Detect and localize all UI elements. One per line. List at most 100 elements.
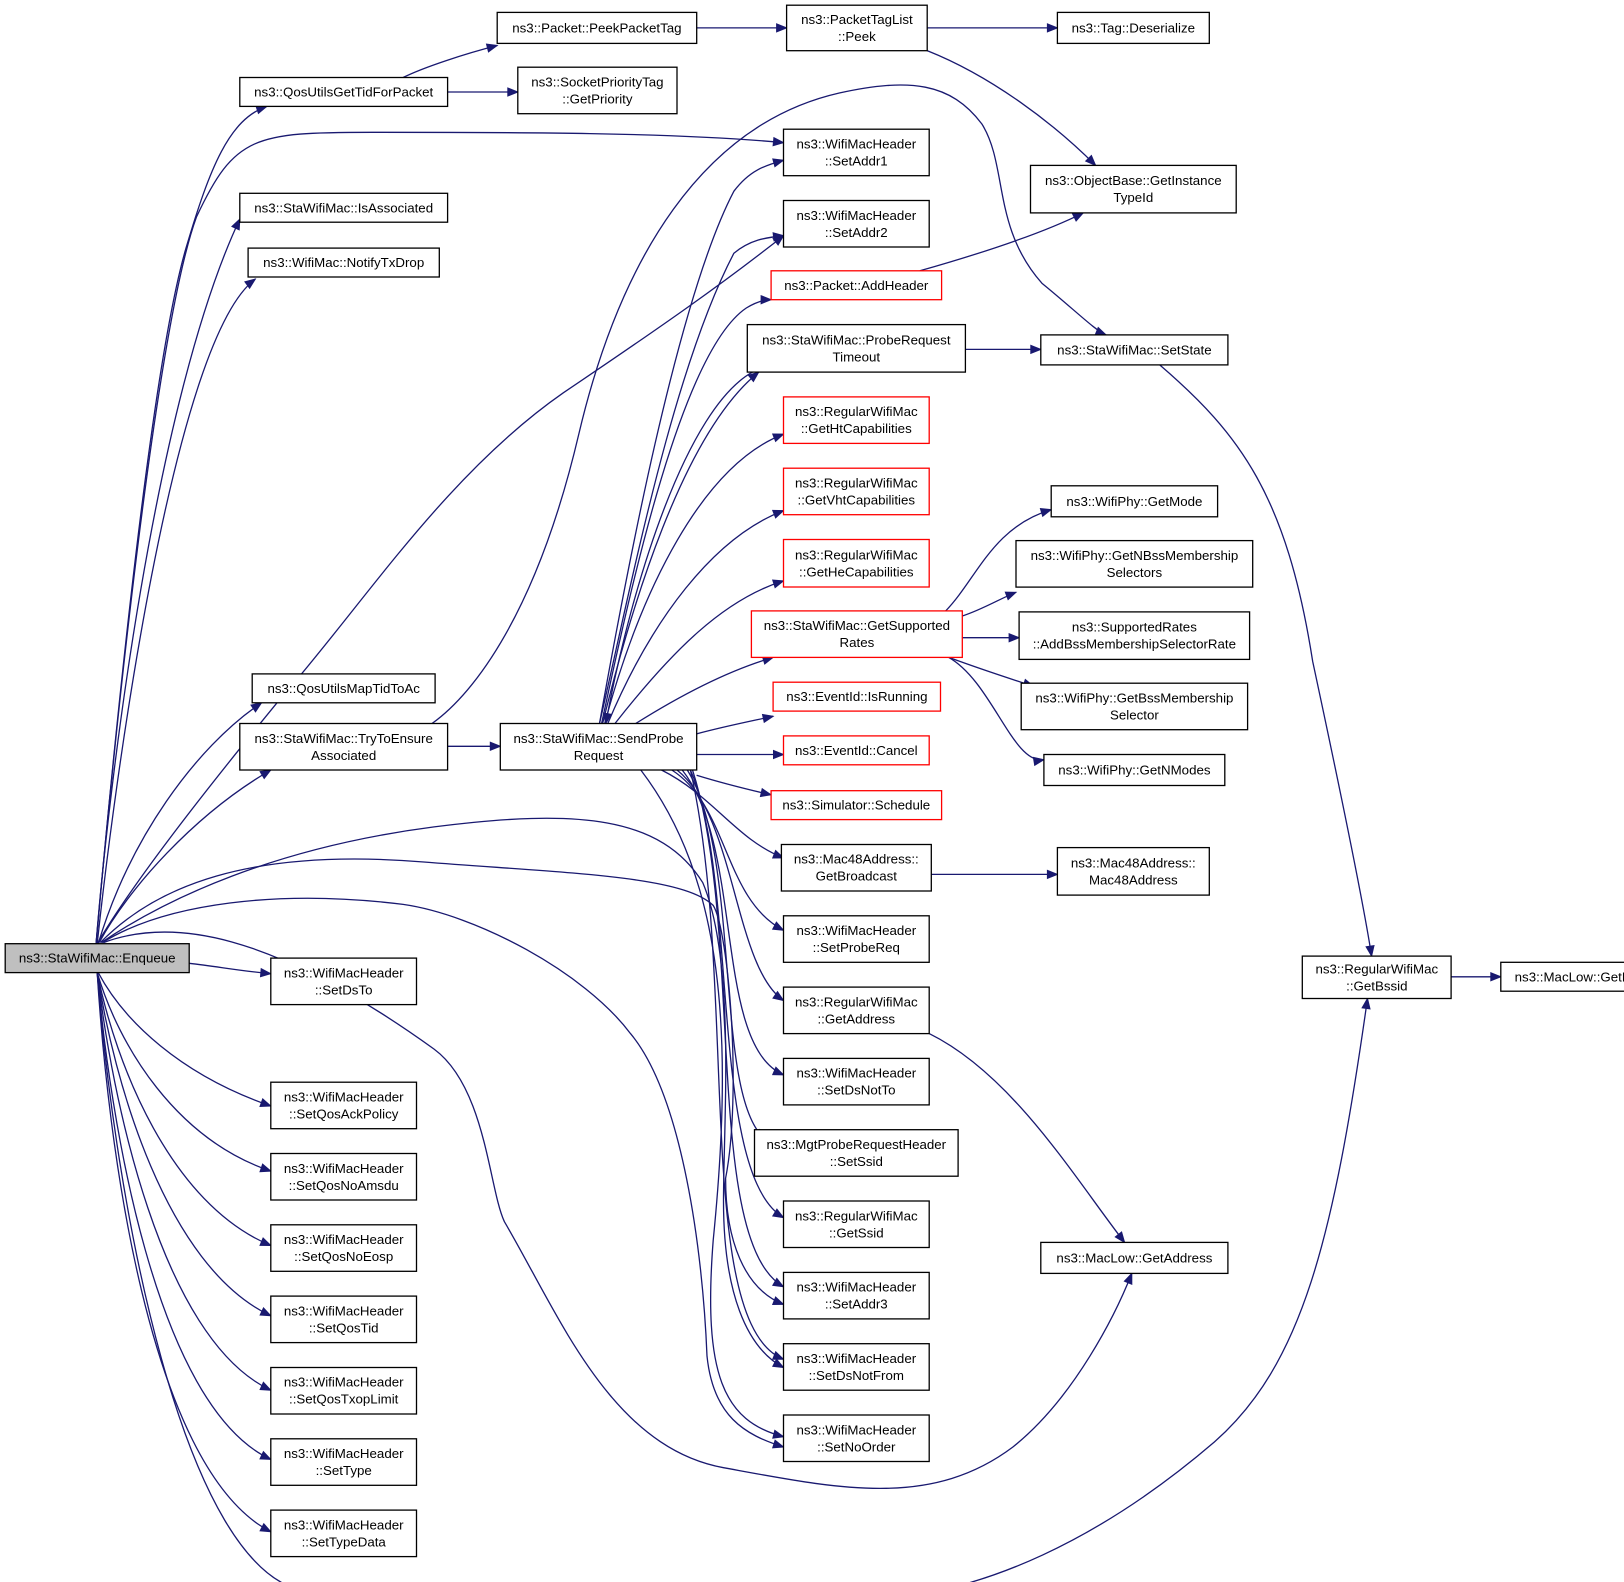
node-label: ns3::Mac48Address::	[794, 852, 919, 867]
node-qosGetTid[interactable]: ns3::QosUtilsGetTidForPacket	[239, 76, 449, 108]
node-getHtCap[interactable]: ns3::RegularWifiMac::GetHtCapabilities	[782, 396, 930, 445]
node-setDsNotTo[interactable]: ns3::WifiMacHeader::SetDsNotTo	[782, 1057, 930, 1106]
edge-enqueue-to-setType	[96, 972, 273, 1460]
node-addBssRate[interactable]: ns3::SupportedRates::AddBssMembershipSel…	[1018, 611, 1251, 661]
node-setQosNoAmsdu[interactable]: ns3::WifiMacHeader::SetQosNoAmsdu	[270, 1152, 418, 1201]
node-label: ns3::Packet::AddHeader	[784, 278, 929, 293]
node-socketPriority[interactable]: ns3::SocketPriorityTag::GetPriority	[517, 66, 678, 115]
node-label: ns3::WifiMacHeader	[796, 1422, 916, 1437]
node-macLowGetAddress[interactable]: ns3::MacLow::GetAddress	[1040, 1241, 1229, 1275]
node-label: ns3::WifiMacHeader	[284, 1089, 404, 1104]
node-box	[770, 270, 943, 301]
node-label: ns3::WifiMacHeader	[796, 1280, 916, 1295]
node-box	[782, 538, 930, 588]
node-addHeader[interactable]: ns3::Packet::AddHeader	[770, 270, 943, 301]
node-label: Request	[574, 748, 624, 763]
node-setQosAck[interactable]: ns3::WifiMacHeader::SetQosAckPolicy	[270, 1081, 418, 1130]
edge-enqueue-to-qosMapTid	[97, 702, 263, 944]
node-packetTagPeek[interactable]: ns3::PacketTagList::Peek	[785, 4, 928, 52]
edge-sendProbe-to-setAddr1	[598, 158, 785, 724]
node-setDsNotFrom[interactable]: ns3::WifiMacHeader::SetDsNotFrom	[782, 1343, 930, 1391]
arrowhead-icon	[771, 433, 785, 443]
edge-line	[103, 931, 1133, 1490]
edge-line	[95, 131, 784, 944]
node-label: ns3::WifiMacHeader	[796, 923, 916, 938]
node-phyGetMode[interactable]: ns3::WifiPhy::GetMode	[1050, 485, 1219, 518]
node-isAssociated[interactable]: ns3::StaWifiMac::IsAssociated	[239, 192, 449, 223]
node-box	[270, 1366, 418, 1415]
node-label: ::SetQosAckPolicy	[289, 1106, 399, 1121]
node-label: ns3::Mac48Address::	[1071, 855, 1196, 870]
node-setAddr1[interactable]: ns3::WifiMacHeader::SetAddr1	[782, 128, 930, 177]
node-notifyTxDrop[interactable]: ns3::WifiMac::NotifyTxDrop	[247, 247, 440, 278]
edge-line	[100, 817, 784, 1369]
node-rwmGetAddress[interactable]: ns3::RegularWifiMac::GetAddress	[782, 986, 930, 1035]
arrowhead-icon	[259, 1237, 273, 1247]
edge-rwmGetAddress-to-macLowGetAddress	[928, 1033, 1126, 1244]
node-cancel[interactable]: ns3::EventId::Cancel	[782, 735, 930, 766]
node-label: ns3::StaWifiMac::ProbeRequest	[762, 332, 951, 347]
node-tagDeserialize[interactable]: ns3::Tag::Deserialize	[1056, 11, 1210, 45]
arrowhead-icon	[771, 509, 785, 519]
edge-line	[96, 972, 1369, 1582]
arrowhead-icon	[1032, 756, 1046, 767]
edge-line	[97, 702, 262, 944]
node-getVhtCap[interactable]: ns3::RegularWifiMac::GetVhtCapabilities	[782, 467, 930, 516]
node-setDsTo[interactable]: ns3::WifiMacHeader::SetDsTo	[270, 957, 418, 1006]
node-label: ns3::WifiMacHeader	[284, 1375, 404, 1390]
node-label: ::SetQosNoAmsdu	[289, 1178, 399, 1193]
edge-getSupported-to-addBssRate	[962, 632, 1021, 643]
node-phyGetNModes[interactable]: ns3::WifiPhy::GetNModes	[1043, 753, 1226, 787]
node-box	[782, 986, 930, 1035]
edge-peekPacketTag-to-packetTagPeek	[696, 23, 788, 33]
node-setState[interactable]: ns3::StaWifiMac::SetState	[1040, 334, 1229, 366]
node-isRunning[interactable]: ns3::EventId::IsRunning	[772, 681, 942, 712]
node-setQosTxop[interactable]: ns3::WifiMacHeader::SetQosTxopLimit	[270, 1366, 418, 1415]
node-label: Rates	[840, 635, 875, 650]
node-box	[270, 1438, 418, 1486]
node-getHeCap[interactable]: ns3::RegularWifiMac::GetHeCapabilities	[782, 538, 930, 588]
node-box	[499, 722, 698, 771]
node-enqueue[interactable]: ns3::StaWifiMac::Enqueue	[4, 943, 190, 974]
node-getSsid[interactable]: ns3::RegularWifiMac::GetSsid	[782, 1200, 930, 1249]
node-label: ::SetTypeData	[302, 1534, 387, 1549]
node-label: ::GetSsid	[829, 1225, 884, 1240]
arrowhead-icon	[1084, 154, 1097, 167]
node-getBroadcast[interactable]: ns3::Mac48Address::GetBroadcast	[780, 843, 932, 892]
edge-enqueue-to-getBssid	[96, 972, 1371, 1582]
node-setTypeData[interactable]: ns3::WifiMacHeader::SetTypeData	[270, 1509, 418, 1558]
edge-line	[661, 769, 784, 859]
node-setProbeReq[interactable]: ns3::WifiMacHeader::SetProbeReq	[782, 915, 930, 963]
node-setNoOrder[interactable]: ns3::WifiMacHeader::SetNoOrder	[782, 1414, 930, 1463]
edge-enqueue-to-setTypeData	[96, 972, 272, 1533]
node-setAddr3[interactable]: ns3::WifiMacHeader::SetAddr3	[782, 1271, 930, 1320]
node-setType[interactable]: ns3::WifiMacHeader::SetType	[270, 1438, 418, 1486]
edge-sendProbe-to-setAddr3	[691, 769, 785, 1288]
node-label: ns3::MacLow::GetBssid	[1515, 969, 1624, 984]
node-setSsid[interactable]: ns3::MgtProbeRequestHeader::SetSsid	[753, 1129, 959, 1177]
node-getBssid[interactable]: ns3::RegularWifiMac::GetBssid	[1301, 955, 1452, 1000]
node-label: ns3::RegularWifiMac	[1315, 961, 1438, 976]
edge-layer	[95, 23, 1503, 1582]
node-setAddr2[interactable]: ns3::WifiMacHeader::SetAddr2	[782, 199, 930, 248]
node-box	[270, 1509, 418, 1558]
node-label: ns3::QosUtilsMapTidToAc	[267, 681, 420, 696]
node-label: Selector	[1110, 708, 1159, 723]
node-setQosTid[interactable]: ns3::WifiMacHeader::SetQosTid	[270, 1295, 418, 1344]
node-label: ns3::SocketPriorityTag	[531, 74, 663, 89]
arrowhead-icon	[1046, 23, 1059, 33]
node-qosMapTid[interactable]: ns3::QosUtilsMapTidToAc	[251, 673, 436, 704]
node-mac48Address[interactable]: ns3::Mac48Address::Mac48Address	[1056, 846, 1210, 896]
node-schedule[interactable]: ns3::Simulator::Schedule	[770, 790, 943, 821]
node-macLowGetBssid[interactable]: ns3::MacLow::GetBssid	[1500, 961, 1624, 992]
node-peekPacketTag[interactable]: ns3::Packet::PeekPacketTag	[496, 11, 698, 45]
node-setQosNoEosp[interactable]: ns3::WifiMacHeader::SetQosNoEosp	[270, 1224, 418, 1272]
arrowhead-icon	[1361, 997, 1371, 1010]
